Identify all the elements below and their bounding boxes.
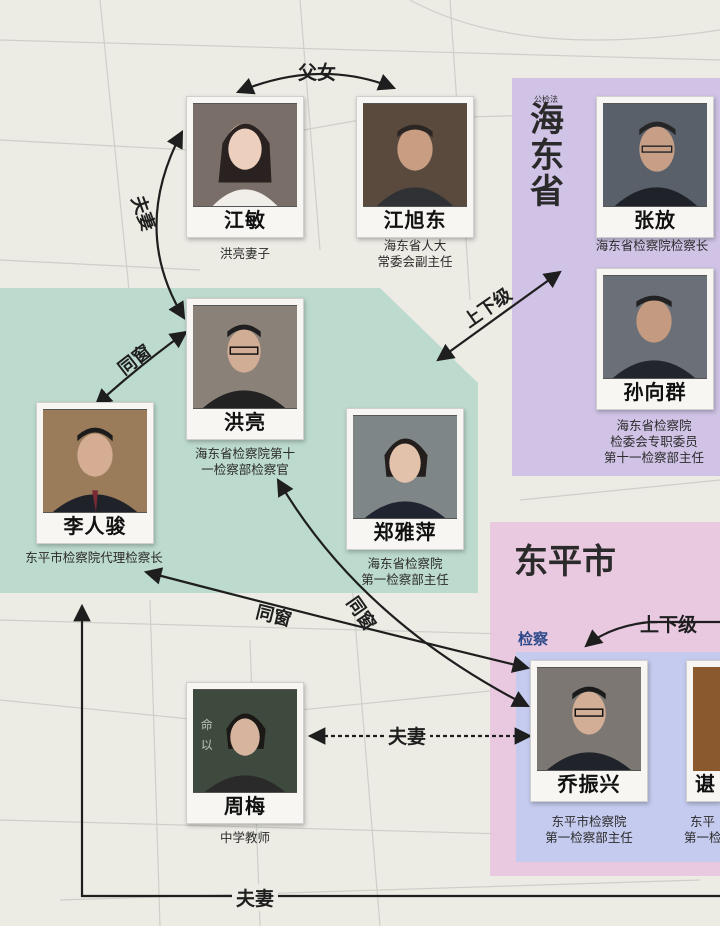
title-hongliang-2: 一检察部检察官 bbox=[201, 462, 289, 477]
title-cutoff-2: 第一检 bbox=[684, 830, 720, 845]
portrait-zhengyaping bbox=[353, 415, 457, 519]
name-zhoumei: 周梅 bbox=[224, 794, 266, 818]
person-card-zhengyaping[interactable]: 郑雅萍 bbox=[346, 408, 464, 550]
name-cutoff: 谌 bbox=[695, 772, 716, 796]
portrait-zhangfang bbox=[603, 103, 707, 207]
svg-text:以: 以 bbox=[201, 738, 213, 752]
title-jiangxudong-2: 常委会副主任 bbox=[377, 254, 453, 269]
name-lirenjun: 李人骏 bbox=[63, 514, 127, 538]
person-card-hongliang[interactable]: 洪亮 bbox=[186, 298, 304, 440]
name-zhengyaping: 郑雅萍 bbox=[373, 520, 437, 544]
title-zhengyaping-1: 海东省检察院 bbox=[367, 556, 443, 571]
title-jiangxudong-1: 海东省人大 bbox=[383, 238, 447, 253]
label-father-daughter: 父女 bbox=[298, 62, 337, 84]
haidong-prefix: 公检法 bbox=[534, 95, 558, 104]
portrait-cutoff bbox=[693, 667, 720, 771]
person-card-qiaozhenxing[interactable]: 乔振兴 bbox=[530, 660, 648, 802]
title-zhengyaping-2: 第一检察部主任 bbox=[361, 572, 449, 587]
name-jiangxudong: 江旭东 bbox=[383, 208, 447, 232]
dongping-title: 东平市 bbox=[514, 542, 616, 582]
title-sunxiangqun-1: 海东省检察院 bbox=[616, 418, 692, 433]
name-hongliang: 洪亮 bbox=[224, 410, 266, 434]
title-qiaozhenxing-2: 第一检察部主任 bbox=[545, 830, 633, 845]
title-lirenjun: 东平市检察院代理检察长 bbox=[25, 550, 163, 565]
portrait-jiangmin bbox=[193, 103, 297, 207]
svg-text:命: 命 bbox=[201, 718, 213, 732]
portrait-zhoumei: 命以 bbox=[193, 689, 297, 793]
person-card-zhangfang[interactable]: 张放 bbox=[596, 96, 714, 238]
name-zhangfang: 张放 bbox=[634, 208, 676, 232]
title-sunxiangqun-2: 检委会专职委员 bbox=[610, 434, 698, 449]
person-card-sunxiangqun[interactable]: 孙向群 bbox=[596, 268, 714, 410]
person-card-jiangxudong[interactable]: 江旭东 bbox=[356, 96, 474, 238]
portrait-qiaozhenxing bbox=[537, 667, 641, 771]
title-jiangmin: 洪亮妻子 bbox=[219, 246, 270, 261]
title-qiaozhenxing-1: 东平市检察院 bbox=[551, 814, 627, 829]
title-cutoff-1: 东平 bbox=[690, 814, 716, 829]
title-zhangfang: 海东省检察院检察长 bbox=[595, 238, 709, 253]
name-jiangmin: 江敏 bbox=[224, 208, 266, 232]
name-qiaozhenxing: 乔振兴 bbox=[557, 772, 621, 796]
title-zhoumei: 中学教师 bbox=[219, 830, 270, 845]
title-sunxiangqun-3: 第十一检察部主任 bbox=[603, 450, 704, 465]
portrait-jiangxudong bbox=[363, 103, 467, 207]
jiancha-title: 检察 bbox=[518, 630, 549, 648]
person-card-jiangmin[interactable]: 江敏 bbox=[186, 96, 304, 238]
portrait-lirenjun bbox=[43, 409, 147, 513]
label-superior-2: 上下级 bbox=[640, 614, 698, 636]
person-card-cutoff[interactable]: 谌 bbox=[686, 660, 720, 802]
name-sunxiangqun: 孙向群 bbox=[623, 380, 687, 404]
haidong-title: 海东省 bbox=[530, 100, 564, 212]
portrait-sunxiangqun bbox=[603, 275, 707, 379]
label-husband-wife-mid: 夫妻 bbox=[384, 722, 431, 749]
person-card-zhoumei[interactable]: 命以 周梅 bbox=[186, 682, 304, 824]
label-husband-wife-bottom: 夫妻 bbox=[232, 884, 279, 911]
person-card-lirenjun[interactable]: 李人骏 bbox=[36, 402, 154, 544]
title-hongliang-1: 海东省检察院第十 bbox=[194, 446, 295, 461]
portrait-hongliang bbox=[193, 305, 297, 409]
